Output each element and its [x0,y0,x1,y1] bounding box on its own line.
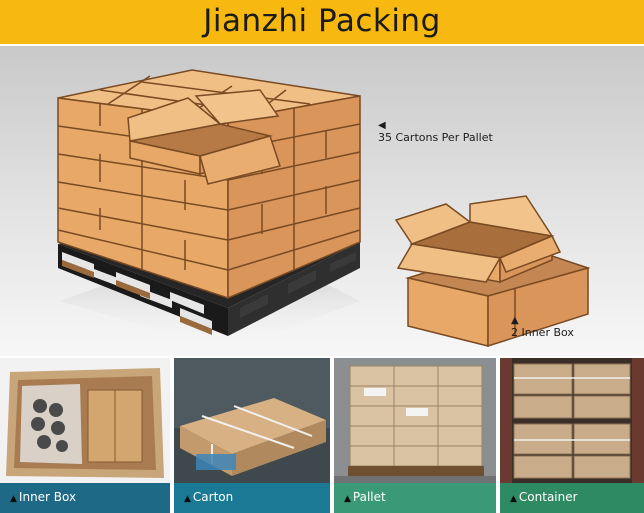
gallery-label-container: Container [518,490,578,504]
page-title: Jianzhi Packing [203,3,441,39]
inner-box-graphic [394,195,591,348]
packing-gallery: ▲Inner Box ▲Carton [0,358,644,513]
container-photo [500,358,644,483]
gallery-label-inner-box: Inner Box [18,490,77,504]
page-header: Jianzhi Packing [0,0,644,46]
gallery-item-pallet[interactable]: ▲Pallet [334,358,496,513]
gallery-label-carton: Carton [192,490,234,504]
gallery-item-inner-box[interactable]: ▲Inner Box [0,358,170,513]
pallet-photo [334,358,496,483]
pallet-annotation-label: 35 Cartons Per Pallet [378,131,493,144]
container-caption: ▲Container [500,483,644,513]
carton-caption: ▲Carton [174,483,330,513]
gallery-item-container[interactable]: ▲Container [500,358,644,513]
triangle-icon: ▲ [510,494,517,504]
pallet-annotation: ◀ 35 Cartons Per Pallet [378,120,493,144]
pointer-left-icon: ◀ [378,120,386,131]
triangle-icon: ▲ [344,494,351,504]
triangle-icon: ▲ [10,494,17,504]
triangle-icon: ▲ [184,494,191,504]
pallet-caption: ▲Pallet [334,483,496,513]
carton-stack-graphic [57,69,361,300]
carton-photo [174,358,330,483]
inner-box-caption: ▲Inner Box [0,483,170,513]
gallery-label-pallet: Pallet [352,490,386,504]
inner-box-annotation-label: 2 Inner Box [511,326,574,339]
pointer-up-icon: ▲ [511,315,519,326]
gallery-item-carton[interactable]: ▲Carton [174,358,330,513]
inner-box-annotation: ▲ 2 Inner Box [511,315,574,339]
packing-illustration: ◀ 35 Cartons Per Pallet ▲ 2 Inner Box [0,46,644,356]
inner-box-photo [0,358,170,483]
packing-illustration-graphic [0,46,644,356]
